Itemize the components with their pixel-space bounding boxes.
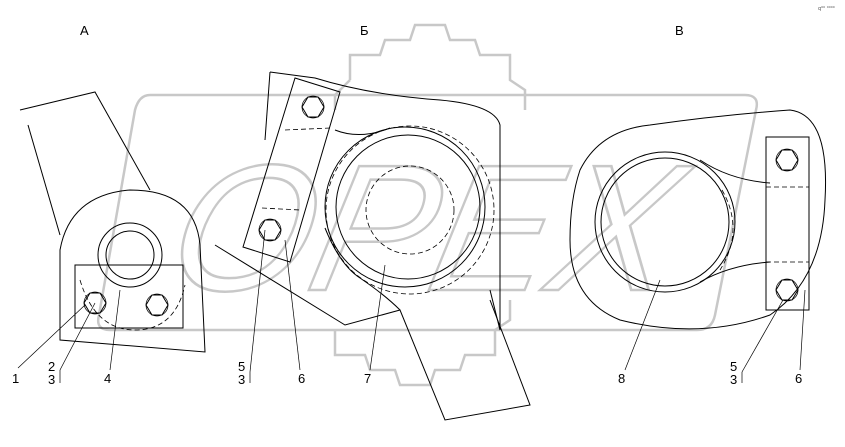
callout-1: 1: [12, 371, 19, 386]
view-label-a: А: [80, 23, 89, 38]
view-b-drawing: [214, 71, 531, 421]
callout-4: 4: [104, 371, 111, 386]
callout-5-v: 5: [730, 359, 737, 374]
callout-3-b: 3: [238, 372, 245, 387]
watermark-text: OPEX: [155, 127, 705, 329]
watermark-logo: OPEX: [96, 23, 759, 387]
callout-3-a: 3: [48, 372, 55, 387]
callout-7: 7: [364, 371, 371, 386]
watermark-frame: [96, 93, 759, 332]
view-label-b: Б: [360, 23, 369, 38]
callout-2: 2: [48, 359, 55, 374]
callout-3-v: 3: [730, 372, 737, 387]
view-a-drawing: [17, 91, 206, 383]
callout-6-v: 6: [795, 371, 802, 386]
view-v-drawing: [569, 109, 827, 383]
callout-8: 8: [618, 371, 625, 386]
corner-code: q⁰⁰ ⁰⁰⁰⁰: [818, 6, 835, 12]
callout-6-b: 6: [298, 371, 305, 386]
view-label-v: В: [675, 23, 684, 38]
callout-5-b: 5: [238, 359, 245, 374]
